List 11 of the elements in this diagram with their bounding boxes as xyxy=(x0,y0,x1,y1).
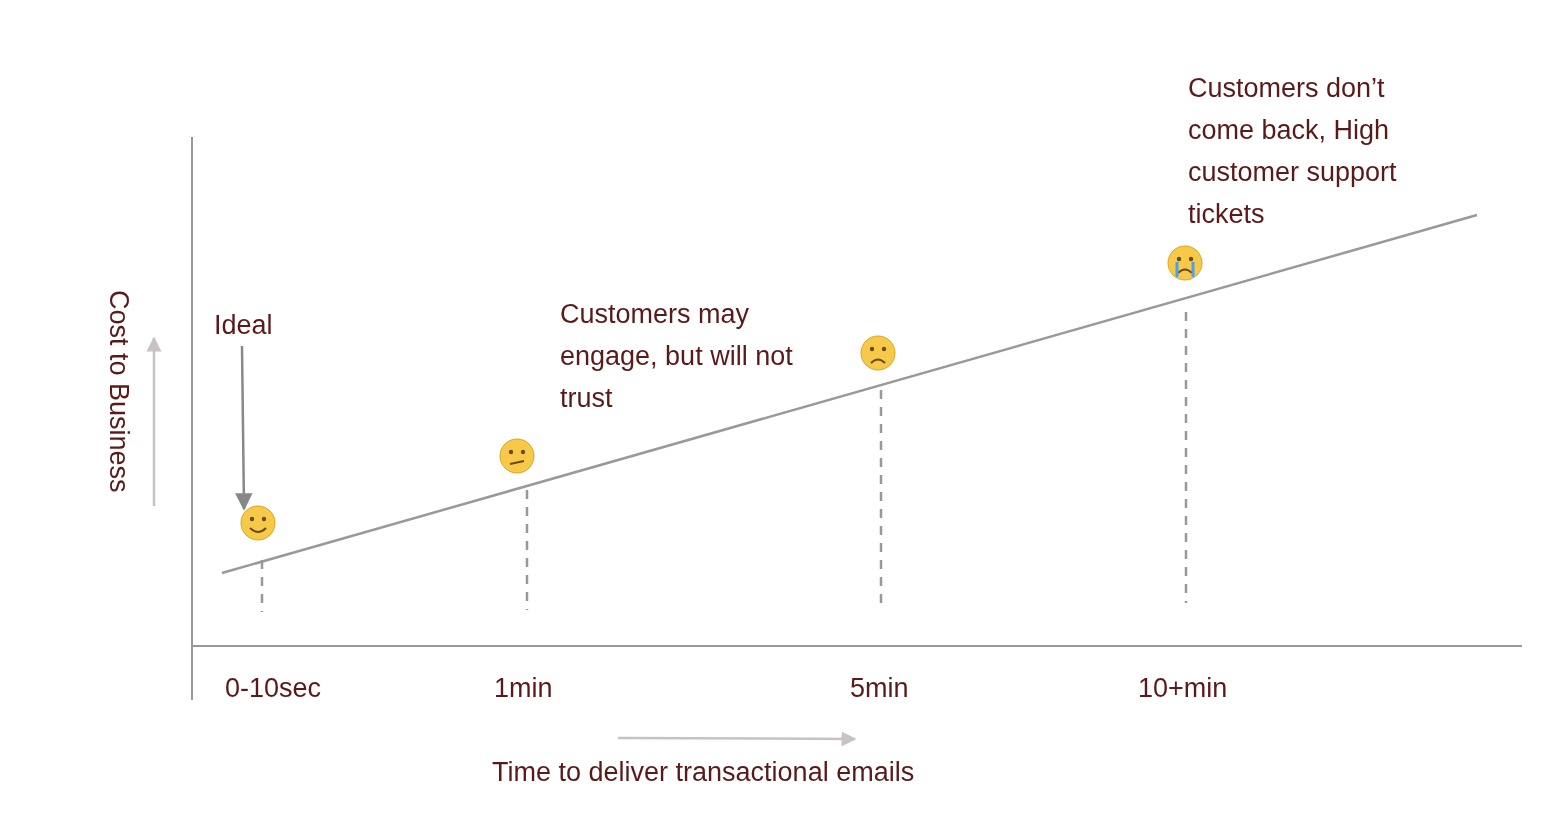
tick-label: 1min xyxy=(494,672,553,705)
axis-title: Time to deliver transactional emails xyxy=(492,756,915,789)
tick-label: 0-10sec xyxy=(225,672,322,705)
tick-label: 10+min xyxy=(1138,672,1228,705)
face-icon xyxy=(240,505,276,541)
annotation-text: Customers may engage, but will not trust xyxy=(560,298,794,415)
leader-arrow xyxy=(235,346,253,511)
annotation-text: Ideal xyxy=(214,304,273,346)
annotation-text: Customers don’t come back, High customer support tickets xyxy=(1188,72,1398,231)
axis-title: Cost to Business xyxy=(104,290,134,493)
tick-label: 5min xyxy=(850,672,909,705)
